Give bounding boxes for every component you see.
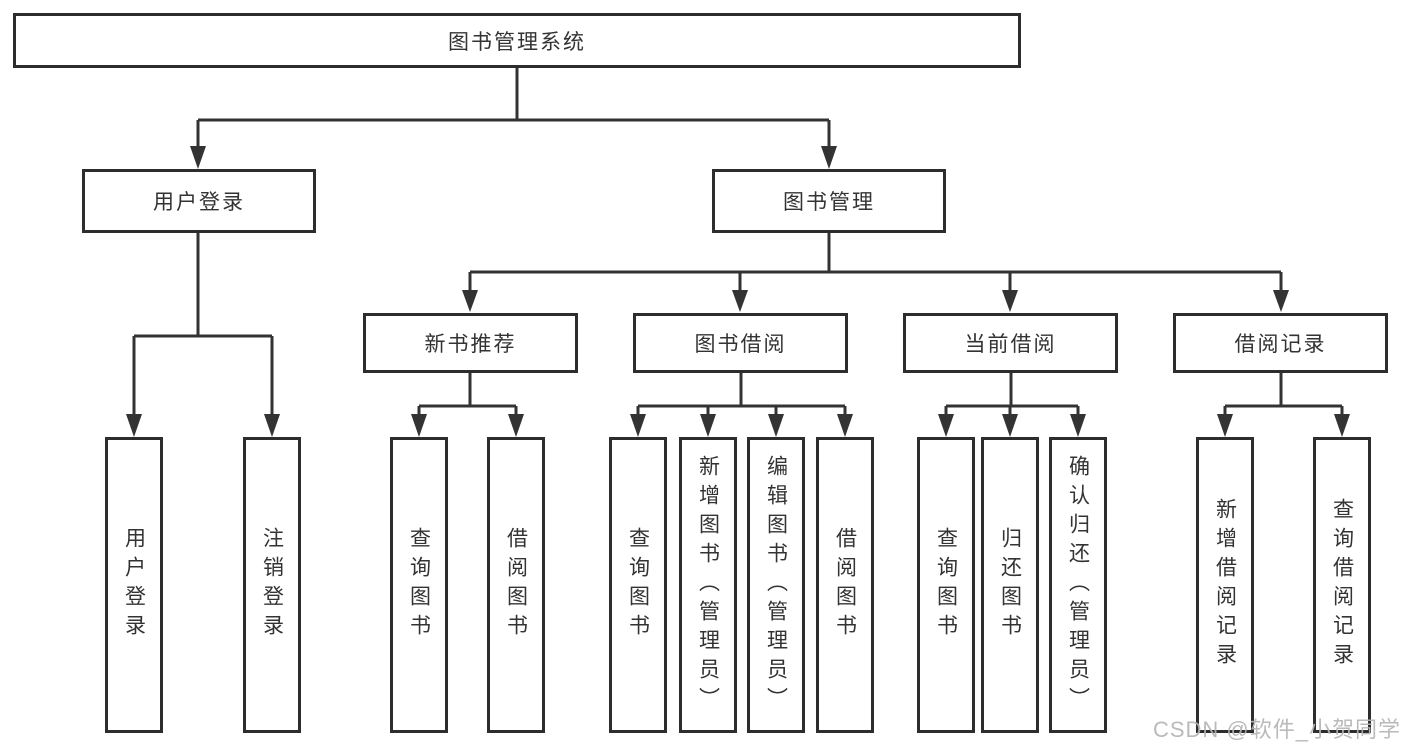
tree-edges bbox=[132, 68, 1344, 416]
leaf-query-books-borrowing-label: 查询图书 bbox=[626, 527, 650, 643]
node-root: 图书管理系统 bbox=[13, 13, 1021, 68]
node-user-login-label: 用户登录 bbox=[153, 191, 245, 214]
leaf-return-books-label: 归还图书 bbox=[998, 527, 1022, 643]
node-new-book-recommendation: 新书推荐 bbox=[363, 313, 578, 373]
node-current-borrowing: 当前借阅 bbox=[903, 313, 1118, 373]
leaf-borrow-books-recommend-label: 借阅图书 bbox=[504, 527, 528, 643]
node-root-label: 图书管理系统 bbox=[448, 30, 586, 54]
leaf-borrow-books-borrowing: 借阅图书 bbox=[816, 437, 874, 733]
leaf-query-borrow-record-label: 查询借阅记录 bbox=[1330, 498, 1354, 672]
leaf-add-borrow-record-label: 新增借阅记录 bbox=[1213, 498, 1237, 672]
leaf-edit-book-admin-label: 编辑图书（管理员） bbox=[764, 454, 788, 716]
watermark: CSDN @软件_小贺同学 bbox=[1152, 717, 1401, 742]
leaf-borrow-books-borrowing-label: 借阅图书 bbox=[833, 527, 857, 643]
leaf-add-borrow-record: 新增借阅记录 bbox=[1196, 437, 1254, 733]
node-book-borrowing: 图书借阅 bbox=[633, 313, 848, 373]
node-current-borrowing-label: 当前借阅 bbox=[964, 333, 1057, 356]
node-book-management: 图书管理 bbox=[712, 169, 946, 233]
leaf-query-books-recommend-label: 查询图书 bbox=[407, 527, 431, 643]
leaf-add-book-admin: 新增图书（管理员） bbox=[679, 437, 737, 733]
node-book-borrowing-label: 图书借阅 bbox=[694, 333, 787, 356]
node-user-login: 用户登录 bbox=[82, 169, 316, 233]
node-book-management-label: 图书管理 bbox=[783, 191, 875, 214]
leaf-add-book-admin-label: 新增图书（管理员） bbox=[696, 454, 720, 716]
node-new-book-recommendation-label: 新书推荐 bbox=[424, 333, 517, 356]
node-borrowing-records: 借阅记录 bbox=[1173, 313, 1388, 373]
leaf-query-books-current: 查询图书 bbox=[917, 437, 975, 733]
leaf-logout: 注销登录 bbox=[243, 437, 301, 733]
leaf-confirm-return-admin-label: 确认归还（管理员） bbox=[1066, 454, 1090, 716]
leaf-edit-book-admin: 编辑图书（管理员） bbox=[747, 437, 805, 733]
leaf-query-books-current-label: 查询图书 bbox=[934, 527, 958, 643]
leaf-query-books-borrowing: 查询图书 bbox=[609, 437, 667, 733]
leaf-user-login: 用户登录 bbox=[105, 437, 163, 733]
leaf-borrow-books-recommend: 借阅图书 bbox=[487, 437, 545, 733]
leaf-user-login-label: 用户登录 bbox=[122, 527, 146, 643]
node-borrowing-records-label: 借阅记录 bbox=[1234, 333, 1327, 356]
leaf-confirm-return-admin: 确认归还（管理员） bbox=[1049, 437, 1107, 733]
leaf-query-books-recommend: 查询图书 bbox=[390, 437, 448, 733]
arrowheads bbox=[126, 146, 1350, 437]
leaf-query-borrow-record: 查询借阅记录 bbox=[1313, 437, 1371, 733]
leaf-logout-label: 注销登录 bbox=[260, 527, 284, 643]
leaf-return-books: 归还图书 bbox=[981, 437, 1039, 733]
